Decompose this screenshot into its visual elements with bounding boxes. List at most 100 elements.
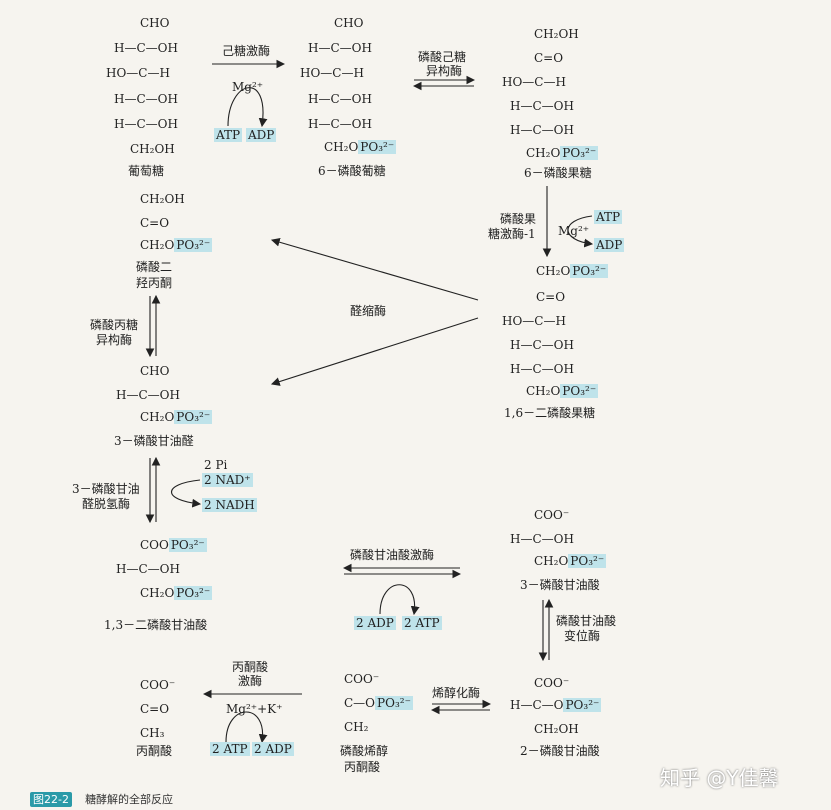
hexokinase-atp: ATP [214, 128, 243, 142]
bpg-l3a: CH₂O [140, 586, 175, 600]
f16bp-phosphate-1: PO₃²⁻ [570, 264, 609, 278]
pgi-label-1: 磷酸己糖 [418, 50, 467, 64]
pyruvate-l2: C=O [140, 702, 170, 716]
bpg-l1a: COO [140, 538, 169, 552]
p3g-name: 3－磷酸甘油酸 [520, 578, 600, 592]
f6p-l4: H—C—OH [510, 99, 574, 113]
g6p-l6a: CH₂O [324, 140, 359, 154]
figure-caption: 图22-2 糖酵解的全部反应 [30, 788, 173, 807]
pep-name-1: 磷酸烯醇 [340, 744, 389, 758]
pgi-label-2: 异构酶 [426, 64, 463, 78]
gapdh-pi: 2 Pi [204, 458, 228, 472]
pep-name-2: 丙酮酸 [344, 760, 381, 774]
p3g-l2: H—C—OH [510, 532, 574, 546]
g6p-l2: H—C—OH [308, 41, 372, 55]
p2g-l3: CH₂OH [534, 722, 579, 736]
dhap-name-2: 羟丙酮 [136, 276, 173, 290]
pk-mg-k: Mg²⁺+K⁺ [226, 702, 283, 716]
pfk-label-1: 磷酸果 [500, 212, 537, 226]
pfk-atp: ATP [594, 210, 623, 224]
watermark: 知乎 @Y佳馨 [660, 766, 779, 790]
dhap-l3a: CH₂O [140, 238, 175, 252]
tpi-label-1: 磷酸丙糖 [90, 318, 139, 332]
pk-label-2: 激酶 [238, 674, 263, 688]
dhap-phosphate: PO₃²⁻ [174, 238, 213, 252]
bpg-phosphate-3: PO₃²⁻ [174, 586, 213, 600]
g3p-name: 3－磷酸甘油醛 [114, 434, 194, 448]
figure-title: 糖酵解的全部反应 [85, 793, 174, 806]
g6p-l3: HO—C—H [300, 66, 364, 80]
p3g-l3a: CH₂O [534, 554, 569, 568]
f16bp-phosphate-6: PO₃²⁻ [560, 384, 599, 398]
gapdh-label-1: 3－磷酸甘油 [72, 482, 140, 496]
pyruvate-l1: COO⁻ [140, 678, 176, 692]
pep-l3: CH₂ [344, 720, 369, 734]
p3g-phosphate: PO₃²⁻ [568, 554, 607, 568]
p2g-l2a: H—C—O [510, 698, 564, 712]
f6p-phosphate: PO₃²⁻ [560, 146, 599, 160]
pgk-adp: 2 ADP [354, 616, 396, 630]
f6p-l6a: CH₂O [526, 146, 561, 160]
pgk-atp: 2 ATP [402, 616, 442, 630]
dhap-l2: C=O [140, 216, 170, 230]
f6p-l5: H—C—OH [510, 123, 574, 137]
f16bp-name: 1,6－二磷酸果糖 [504, 406, 596, 420]
glucose-l3: HO—C—H [106, 66, 170, 80]
g6p-phosphate: PO₃²⁻ [358, 140, 397, 154]
p3g-l1: COO⁻ [534, 508, 570, 522]
pfk-mg: Mg²⁺ [558, 224, 590, 238]
hexokinase-mg: Mg²⁺ [232, 80, 264, 94]
g3p-phosphate: PO₃²⁻ [174, 410, 213, 424]
glucose-l5: H—C—OH [114, 117, 178, 131]
pyruvate-name: 丙酮酸 [136, 744, 173, 758]
g6p-l4: H—C—OH [308, 92, 372, 106]
bpg-phosphate-1: PO₃²⁻ [168, 538, 207, 552]
glucose-l4: H—C—OH [114, 92, 178, 106]
g6p-l5: H—C—OH [308, 117, 372, 131]
pep-l1: COO⁻ [344, 672, 380, 686]
hexokinase-adp: ADP [246, 128, 277, 142]
g3p-l3a: CH₂O [140, 410, 175, 424]
glucose-l1: CHO [140, 16, 170, 30]
g3p-l1: CHO [140, 364, 170, 378]
bpg-name: 1,3－二磷酸甘油酸 [104, 618, 208, 632]
dhap-l1: CH₂OH [140, 192, 185, 206]
pep-l2a: C—O [344, 696, 376, 710]
pk-label-1: 丙酮酸 [232, 660, 269, 674]
p2g-name: 2－磷酸甘油酸 [520, 744, 600, 758]
gapdh-nadh: 2 NADH [202, 498, 257, 512]
gapdh-nad: 2 NAD⁺ [202, 473, 253, 487]
f16bp-l6a: CH₂O [526, 384, 561, 398]
gapdh-label-2: 醛脱氢酶 [82, 497, 131, 511]
f16bp-l4: H—C—OH [510, 338, 574, 352]
pk-atp: 2 ATP [210, 742, 250, 756]
pyruvate-l3: CH₃ [140, 726, 165, 740]
f6p-l1: CH₂OH [534, 27, 579, 41]
f16bp-l3: HO—C—H [502, 314, 566, 328]
f6p-name: 6－磷酸果糖 [524, 166, 592, 180]
f6p-l2: C=O [534, 51, 564, 65]
hexokinase-label: 己糖激酶 [222, 44, 271, 58]
f16bp-l2: C=O [536, 290, 566, 304]
pgk-label: 磷酸甘油酸激酶 [350, 548, 435, 562]
glucose-name: 葡萄糖 [128, 164, 165, 178]
pgm-label-1: 磷酸甘油酸 [556, 614, 617, 628]
f16bp-l5: H—C—OH [510, 362, 574, 376]
pk-adp: 2 ADP [252, 742, 294, 756]
p2g-l1: COO⁻ [534, 676, 570, 690]
figure-number: 图22-2 [30, 792, 72, 807]
aldolase-label: 醛缩酶 [350, 304, 387, 318]
g3p-l2: H—C—OH [116, 388, 180, 402]
pep-phosphate: PO₃²⁻ [375, 696, 413, 710]
f16bp-l1a: CH₂O [536, 264, 571, 278]
bpg-l2: H—C—OH [116, 562, 180, 576]
glucose-l2: H—C—OH [114, 41, 178, 55]
pfk-adp: ADP [594, 238, 625, 252]
tpi-label-2: 异构酶 [96, 333, 133, 347]
g6p-name: 6－磷酸葡糖 [318, 164, 386, 178]
f6p-l3: HO—C—H [502, 75, 566, 89]
pgm-label-2: 变位酶 [564, 629, 601, 643]
pfk-label-2: 糖激酶-1 [488, 227, 536, 241]
g6p-l1: CHO [334, 16, 364, 30]
